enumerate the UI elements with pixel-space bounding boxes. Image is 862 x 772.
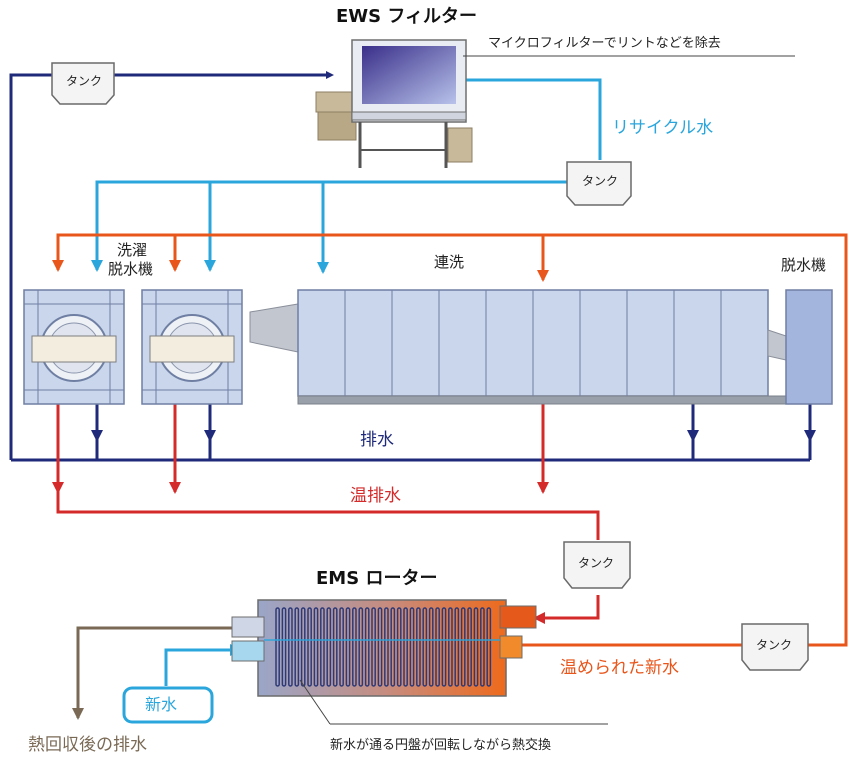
rotor-disc bbox=[339, 607, 344, 687]
rotor-disc bbox=[441, 607, 447, 687]
rotor-disc bbox=[364, 607, 370, 687]
ews-filter-machine bbox=[315, 39, 795, 168]
washer-label-line1: 洗濯 bbox=[117, 241, 148, 259]
washer-extractor-1 bbox=[23, 289, 125, 405]
tank-recycle: タンク bbox=[582, 174, 619, 188]
rotor-disc bbox=[320, 607, 325, 687]
continuous-washer-label: 連洗 bbox=[434, 253, 465, 271]
fresh-water-label: 新水 bbox=[145, 695, 178, 714]
rotor-disc bbox=[473, 607, 479, 687]
drain-label: 排水 bbox=[360, 430, 394, 450]
rotor-disc bbox=[454, 607, 460, 687]
ews-filter-title: EWS フィルター bbox=[336, 6, 478, 27]
tank-fresh-shape bbox=[741, 623, 809, 671]
ems-rotor-title: EMS ローター bbox=[316, 568, 438, 589]
ems-rotor bbox=[231, 599, 608, 725]
rotor-disc bbox=[416, 607, 421, 687]
exhaust-lines bbox=[72, 626, 240, 720]
extractor-machine bbox=[785, 289, 833, 405]
rotor-disc bbox=[486, 607, 492, 687]
recycle-water-label: リサイクル水 bbox=[612, 118, 714, 138]
rotor-disc bbox=[281, 607, 287, 687]
rotor-disc bbox=[403, 607, 408, 687]
rotor-disc bbox=[428, 607, 434, 687]
rotor-disc bbox=[396, 607, 402, 687]
rotor-discs bbox=[275, 607, 492, 687]
rotor-note: 新水が通る円盤が回転しながら熱交換 bbox=[330, 738, 552, 753]
rotor-disc bbox=[300, 607, 306, 687]
tank-top-left-shape bbox=[51, 62, 115, 105]
rotor-disc bbox=[307, 607, 312, 687]
rotor-disc bbox=[371, 607, 376, 687]
rotor-disc bbox=[377, 607, 383, 687]
rotor-disc bbox=[326, 607, 332, 687]
tank-recycle-shape bbox=[566, 161, 632, 206]
rotor-disc bbox=[480, 607, 485, 687]
fresh-water-lines bbox=[164, 644, 242, 686]
washer-label-line2: 脱水機 bbox=[108, 260, 154, 278]
rotor-disc bbox=[358, 607, 364, 687]
rotor-disc bbox=[352, 607, 357, 687]
rotor-disc bbox=[390, 607, 396, 687]
rotor-disc bbox=[460, 607, 466, 687]
tank-top-left: タンク bbox=[66, 74, 103, 88]
rotor-disc bbox=[313, 607, 319, 687]
warm-drain-lines bbox=[52, 402, 600, 624]
after-recovery-label: 熱回収後の排水 bbox=[28, 735, 147, 755]
rotor-disc bbox=[275, 607, 280, 687]
fresh-water-box bbox=[122, 686, 214, 724]
tank-fresh: タンク bbox=[756, 638, 793, 652]
rotor-disc bbox=[288, 607, 293, 687]
washer-extractor-2 bbox=[141, 289, 243, 405]
warmed-fresh-label: 温められた新水 bbox=[560, 658, 679, 678]
rotor-disc bbox=[467, 607, 472, 687]
rotor-disc bbox=[294, 607, 300, 687]
continuous-washer bbox=[249, 289, 831, 405]
warmed-fresh-lines bbox=[52, 233, 848, 647]
extractor-label: 脱水機 bbox=[781, 256, 827, 274]
filter-note: マイクロフィルターでリントなどを除去 bbox=[488, 36, 721, 51]
rotor-disc bbox=[332, 607, 338, 687]
drain-lines bbox=[9, 71, 816, 462]
tank-warm: タンク bbox=[578, 556, 615, 570]
recycle-lines bbox=[91, 78, 602, 274]
rotor-disc bbox=[448, 607, 453, 687]
warm-drain-label: 温排水 bbox=[350, 486, 401, 506]
rotor-disc bbox=[409, 607, 415, 687]
rotor-disc bbox=[345, 607, 351, 687]
tank-warm-shape bbox=[563, 541, 631, 589]
rotor-disc bbox=[435, 607, 440, 687]
rotor-disc bbox=[422, 607, 428, 687]
rotor-disc bbox=[384, 607, 389, 687]
